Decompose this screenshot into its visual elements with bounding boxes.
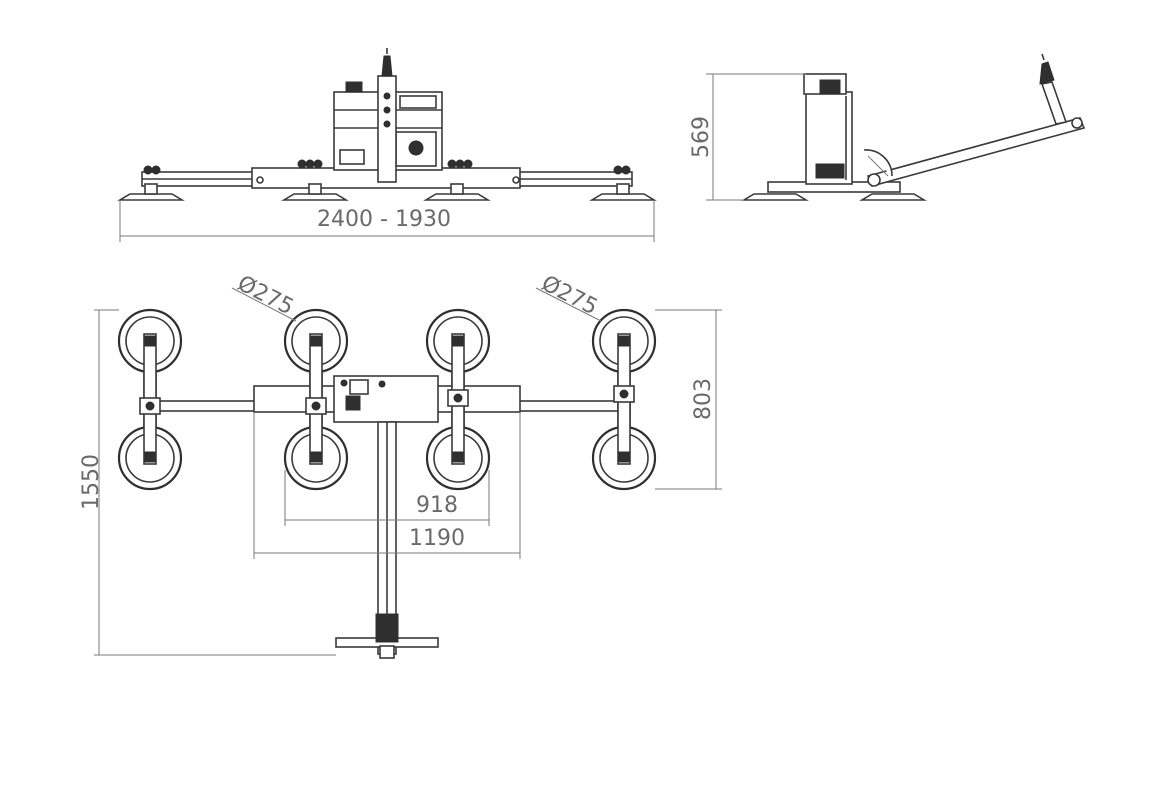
front-knobs [143, 159, 631, 184]
top-view [117, 308, 657, 659]
dimension-frame-center-width [253, 412, 521, 559]
dimension-frame-height [655, 309, 722, 490]
dimension-side-height-label: 569 [689, 116, 714, 158]
dimension-frame-center-width-label: 1190 [409, 526, 465, 551]
dimension-inner-pad-spacing [284, 470, 490, 526]
dimension-frame-height-label: 803 [691, 378, 716, 420]
dimension-total-length-label: 1550 [79, 454, 104, 510]
dimension-total-length [94, 309, 336, 656]
dimension-inner-pad-spacing-label: 918 [416, 493, 458, 518]
dimension-overall-width-label: 2400 - 1930 [317, 207, 451, 232]
pad-diameter-leaders [231, 287, 602, 322]
dimension-side-height [706, 73, 806, 201]
pad-diameter-left-label: Ø275 [233, 271, 297, 320]
front-view [117, 48, 657, 201]
front-suction-cups [117, 183, 657, 201]
front-central-unit [333, 48, 443, 183]
side-view [741, 53, 1086, 201]
pad-diameter-right-label: Ø275 [537, 271, 601, 320]
top-suction-pads [117, 308, 657, 491]
dimension-overall-width [119, 200, 655, 242]
